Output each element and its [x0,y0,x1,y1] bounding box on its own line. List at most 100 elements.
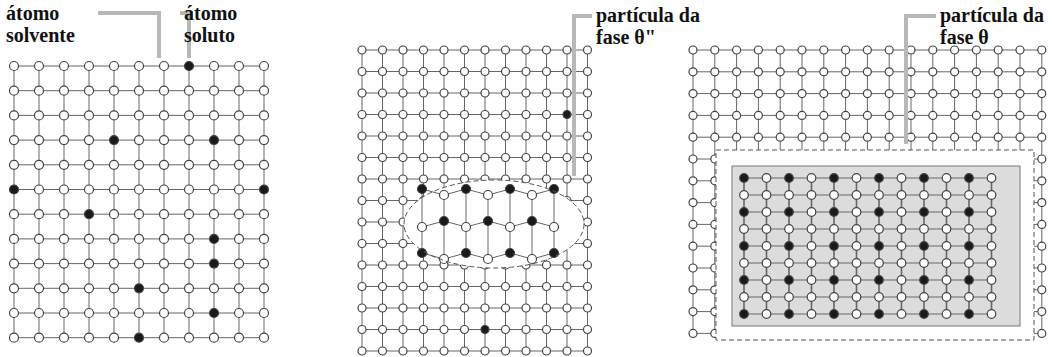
solvent-atom [987,174,996,183]
solvent-atom [689,220,697,228]
solvent-atom [584,218,592,226]
solute-atom [875,208,884,217]
solvent-atom [798,46,806,54]
solvent-atom [885,90,893,98]
solvent-atom [60,136,69,145]
solvent-atom [260,210,269,219]
solvent-atom [110,309,119,318]
solvent-atom [418,223,427,232]
solvent-atom [951,90,959,98]
solvent-atom [776,46,784,54]
solvent-atom [461,283,469,291]
solvent-atom [210,185,219,194]
solvent-atom [762,259,771,268]
solvent-atom [185,284,194,293]
solvent-atom [942,191,951,200]
solvent-atom [60,234,69,243]
solvent-atom [185,111,194,120]
solvent-atom [972,133,980,141]
solvent-atom [502,111,510,119]
solvent-atom [965,191,974,200]
lattice-bond [744,263,992,264]
solvent-atom [210,284,219,293]
solvent-atom [110,210,119,219]
solvent-atom [399,46,407,54]
lattice-bond [744,246,992,247]
solvent-atom [135,309,144,318]
solvent-atom [110,259,119,268]
solvent-atom [420,175,428,183]
solvent-atom [461,304,469,312]
solvent-atom [543,261,551,269]
solute-atom [965,174,974,183]
solvent-atom [942,225,951,234]
solvent-atom [358,111,366,119]
solvent-atom [897,225,906,234]
solute-atom [418,185,427,194]
solvent-atom [260,309,269,318]
solute-atom [875,174,884,183]
solvent-atom [379,283,387,291]
solvent-atom [160,284,169,293]
solvent-atom [440,68,448,76]
solvent-atom [852,310,861,319]
solvent-atom [689,242,697,250]
solvent-atom [461,326,469,334]
leader-line [98,13,159,58]
solvent-atom [762,174,771,183]
solvent-atom [420,68,428,76]
solvent-atom [235,111,244,120]
solvent-atom [1016,111,1024,119]
solvent-atom [35,259,44,268]
solvent-atom [235,284,244,293]
solvent-atom [185,234,194,243]
solvent-atom [440,304,448,312]
solvent-atom [399,347,407,355]
lattice-bond [744,212,992,213]
solvent-atom [379,68,387,76]
solvent-atom [35,210,44,219]
solvent-atom [733,46,741,54]
solvent-atom [185,160,194,169]
solvent-atom [420,347,428,355]
solvent-atom [420,132,428,140]
solute-atom [740,242,749,251]
solvent-atom [907,90,915,98]
solvent-atom [897,191,906,200]
solvent-atom [260,259,269,268]
solvent-atom [85,86,94,95]
solvent-atom [440,347,448,355]
solvent-atom [584,283,592,291]
particle-ground [404,180,584,268]
solvent-atom [776,111,784,119]
solute-atom [550,249,559,258]
solvent-atom [740,259,749,268]
solvent-atom [440,46,448,54]
solvent-atom [762,310,771,319]
solvent-atom [807,242,816,251]
lattice-bond [362,308,588,309]
solvent-atom [852,259,861,268]
solvent-atom [484,191,493,200]
solvent-atom [776,68,784,76]
lattice-bond [532,221,533,259]
solvent-atom [522,326,530,334]
solvent-atom [85,160,94,169]
solvent-atom [185,86,194,95]
solvent-atom [897,242,906,251]
solvent-atom [907,111,915,119]
solvent-atom [543,111,551,119]
solvent-atom [358,283,366,291]
solute-atom [462,249,471,258]
solute-atom [462,185,471,194]
solute-atom [785,174,794,183]
lattice-bond [264,66,265,338]
solvent-atom [10,259,19,268]
solute-atom [965,276,974,285]
solvent-atom [420,304,428,312]
solvent-atom [543,304,551,312]
solvent-atom [135,210,144,219]
solvent-atom [522,111,530,119]
solvent-atom [502,68,510,76]
solvent-atom [210,86,219,95]
